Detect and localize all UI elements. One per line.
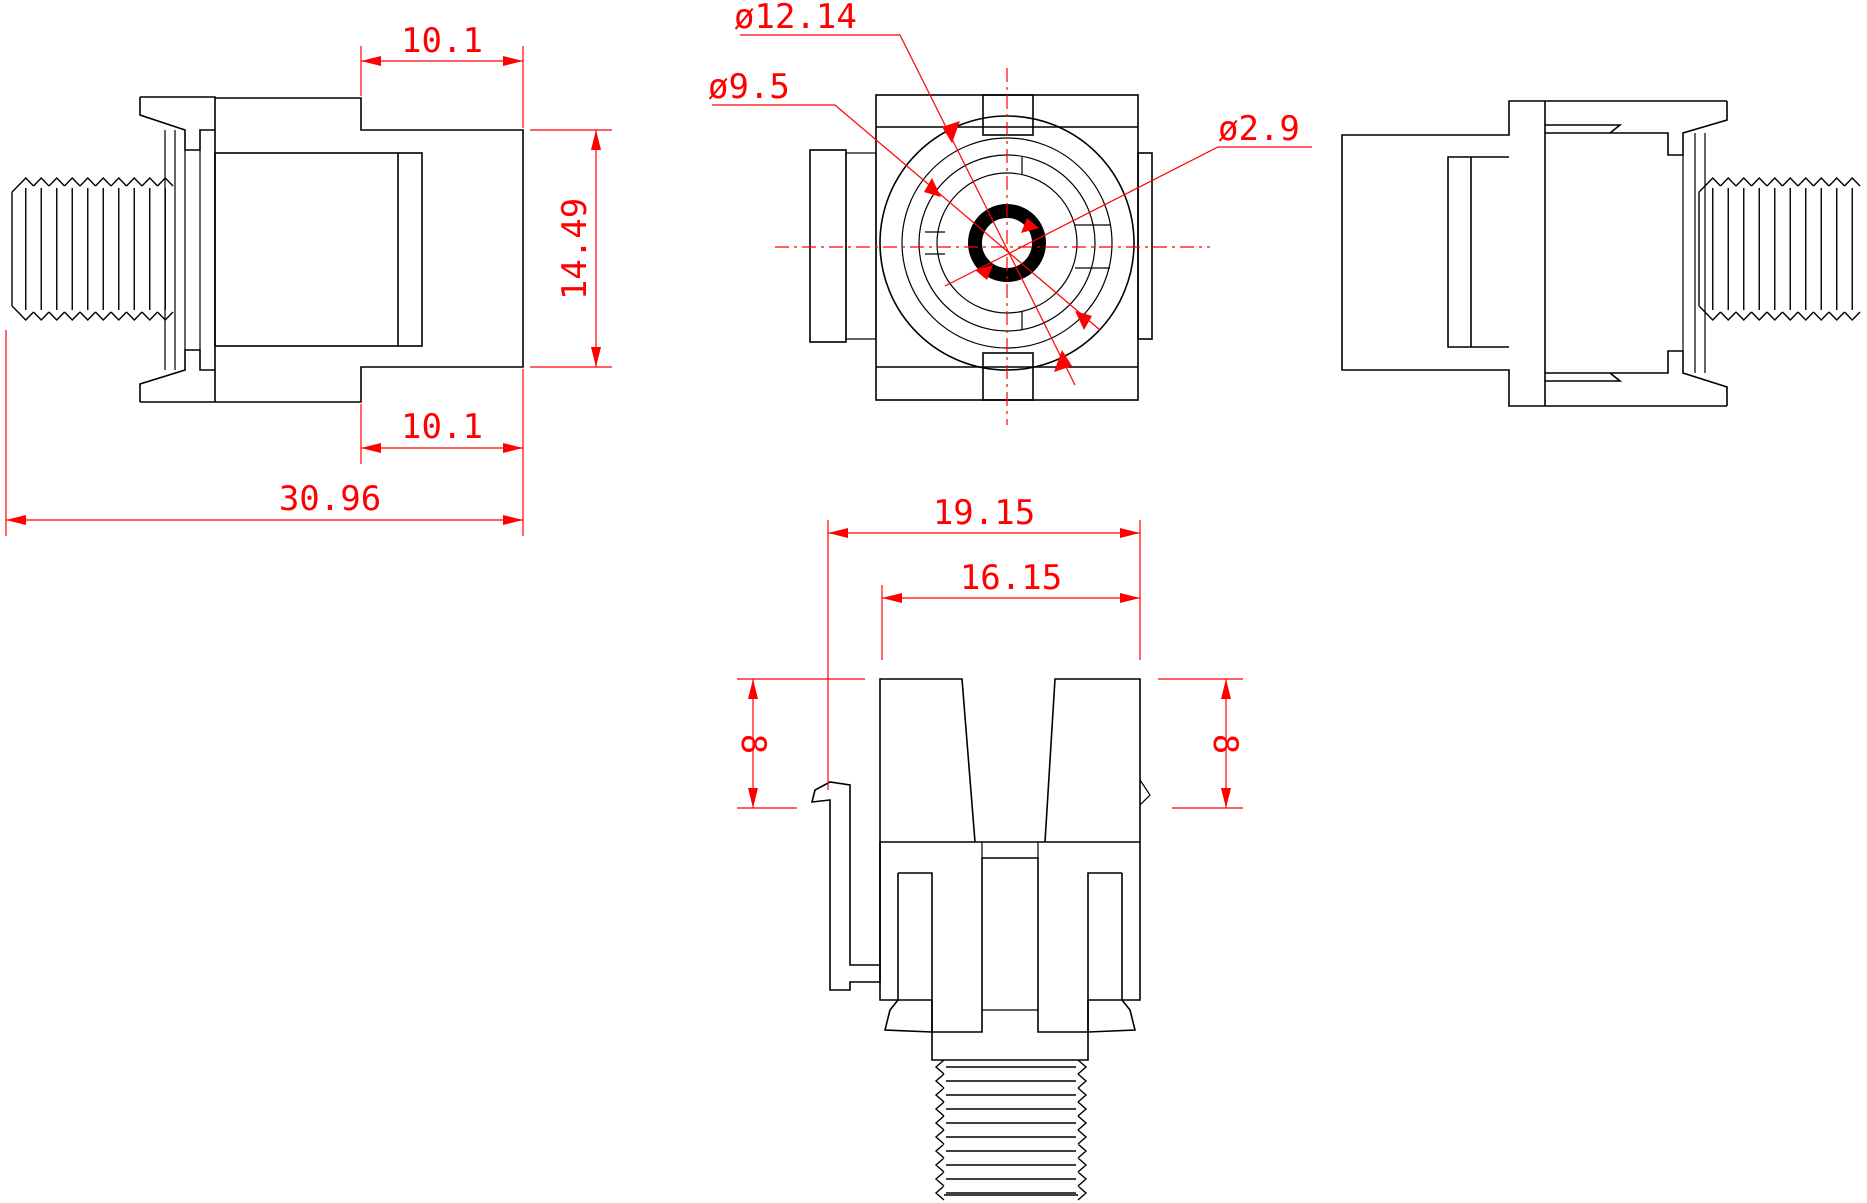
right-view-body-outline: [1341, 100, 1727, 407]
right-side-view: [1341, 100, 1861, 407]
dim-left-bottom-width: 10.1: [401, 407, 483, 447]
left-view-bottom-flange: [139, 349, 215, 402]
dim-left-height: 14.49: [555, 198, 595, 300]
right-view-bottom-flange: [1545, 350, 1728, 406]
left-view-flange-inner: [164, 130, 201, 370]
dim-bottom-width-overall: 19.15: [933, 493, 1035, 533]
bottom-view-lip: [883, 999, 1137, 1033]
dim-bottom-width-body: 16.15: [960, 558, 1062, 598]
front-view-bottom-notch: [982, 352, 1034, 401]
right-view-top-flange: [1545, 101, 1728, 156]
thread-profile: [934, 1059, 1088, 1201]
bottom-view-thread: [934, 1059, 1088, 1201]
front-view-dimensions: ø12.14 ø9.5 ø2.9: [708, 0, 1312, 386]
bottom-view: [810, 678, 1151, 1201]
front-view-right-tab: [1137, 152, 1153, 340]
left-view-top-flange: [139, 97, 215, 151]
left-view-inner-recess: [214, 152, 423, 347]
dim-dia-center: ø2.9: [1218, 109, 1300, 149]
front-view-top-notch: [982, 94, 1034, 136]
front-view: [775, 68, 1210, 425]
dim-bottom-right-height: 8: [1205, 734, 1245, 754]
left-view-dimensions: 10.1 14.49 10.1 30.96: [5, 21, 612, 536]
dim-bottom-left-height: 8: [733, 734, 773, 754]
right-view-inner-recess: [1447, 156, 1509, 348]
thread-profile: [1698, 176, 1861, 322]
dim-left-top-width: 10.1: [401, 21, 483, 61]
bottom-view-top-block: [879, 678, 1141, 843]
bottom-view-left-hook: [810, 781, 881, 991]
bottom-view-lower-body: [879, 842, 1141, 1061]
bottom-view-dimensions: 19.15 16.15 8 8: [733, 493, 1245, 809]
dim-dia-outer: ø12.14: [734, 0, 857, 37]
dim-overall-length: 30.96: [279, 479, 381, 519]
thread-profile: [11, 176, 174, 322]
right-view-thread: [1698, 176, 1861, 322]
left-view-thread: [11, 176, 174, 322]
front-view-left-tab: [809, 149, 847, 343]
left-side-view: [11, 96, 524, 403]
left-view-body-outline: [140, 96, 524, 403]
dim-dia-inner: ø9.5: [708, 67, 790, 107]
